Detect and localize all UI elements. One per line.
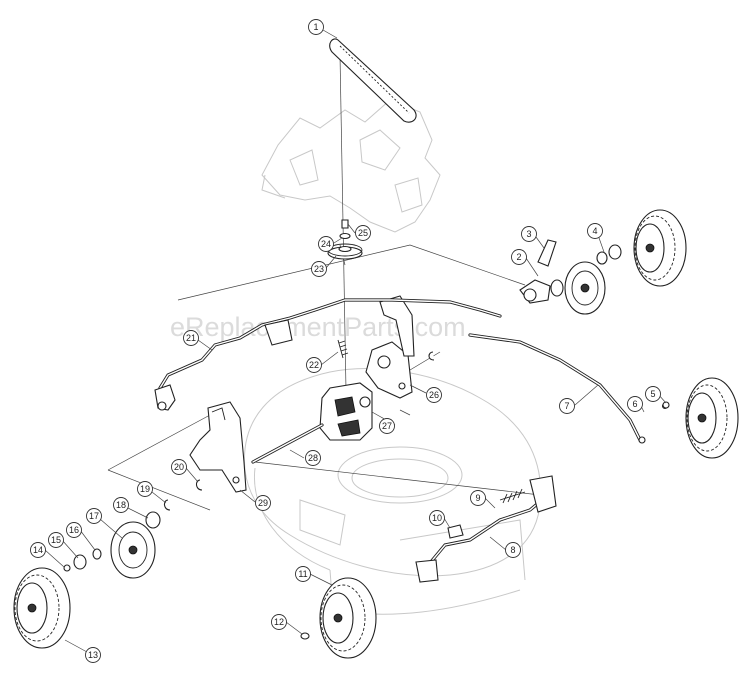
callout-21[interactable]: 21 xyxy=(183,330,199,346)
transmission-body xyxy=(319,382,373,441)
front-left-gear-assembly xyxy=(63,511,161,579)
callout-19[interactable]: 19 xyxy=(137,481,153,497)
wheel-rear-right xyxy=(685,377,739,459)
callout-15[interactable]: 15 xyxy=(48,532,64,548)
callout-label: 7 xyxy=(564,401,569,411)
callout-23[interactable]: 23 xyxy=(311,261,327,277)
callout-label: 29 xyxy=(258,498,268,508)
small-nut-5 xyxy=(662,401,670,409)
callout-label: 18 xyxy=(116,500,126,510)
callout-29[interactable]: 29 xyxy=(255,495,271,511)
callout-4[interactable]: 4 xyxy=(587,223,603,239)
callout-26[interactable]: 26 xyxy=(426,387,442,403)
drive-pulley xyxy=(327,219,363,260)
spring-22 xyxy=(337,339,349,359)
callout-label: 13 xyxy=(88,650,98,660)
callout-2[interactable]: 2 xyxy=(511,249,527,265)
callout-1[interactable]: 1 xyxy=(308,19,324,35)
rear-height-bracket xyxy=(415,475,557,583)
callout-label: 26 xyxy=(429,390,439,400)
callout-label: 28 xyxy=(308,453,318,463)
callout-label: 21 xyxy=(186,333,196,343)
callout-20[interactable]: 20 xyxy=(171,459,187,475)
callout-17[interactable]: 17 xyxy=(86,508,102,524)
callout-label: 14 xyxy=(33,545,43,555)
callout-12[interactable]: 12 xyxy=(271,614,287,630)
callout-27[interactable]: 27 xyxy=(379,418,395,434)
callout-label: 6 xyxy=(632,399,637,409)
callout-24[interactable]: 24 xyxy=(318,236,334,252)
callout-label: 8 xyxy=(510,545,515,555)
drive-belt xyxy=(329,38,417,123)
callout-16[interactable]: 16 xyxy=(66,522,82,538)
callout-14[interactable]: 14 xyxy=(30,542,46,558)
callout-10[interactable]: 10 xyxy=(429,510,445,526)
rear-gear-assembly xyxy=(519,239,622,315)
left-bracket xyxy=(189,401,247,493)
callout-label: 2 xyxy=(516,252,521,262)
callout-label: 5 xyxy=(650,389,655,399)
callout-label: 12 xyxy=(274,617,284,627)
mower-deck-outline xyxy=(243,368,542,615)
callout-label: 3 xyxy=(526,229,531,239)
callout-25[interactable]: 25 xyxy=(355,225,371,241)
callout-label: 1 xyxy=(313,22,318,32)
right-bracket xyxy=(365,295,415,399)
callout-28[interactable]: 28 xyxy=(305,450,321,466)
callout-18[interactable]: 18 xyxy=(113,497,129,513)
callout-label: 11 xyxy=(298,569,307,579)
callout-label: 9 xyxy=(475,493,480,503)
callout-label: 10 xyxy=(432,513,442,523)
callout-6[interactable]: 6 xyxy=(627,396,643,412)
wheel-front-left xyxy=(13,567,71,649)
callout-label: 17 xyxy=(89,511,99,521)
callout-3[interactable]: 3 xyxy=(521,226,537,242)
front-axle-rod xyxy=(251,423,324,464)
small-nut-12 xyxy=(300,632,310,640)
rear-linkage-rod xyxy=(468,333,669,444)
rear-shroud-outline xyxy=(261,99,441,233)
callout-11[interactable]: 11 xyxy=(295,566,311,582)
wheel-rear-right-top xyxy=(633,209,687,287)
callout-label: 4 xyxy=(592,226,597,236)
callout-label: 25 xyxy=(358,228,368,238)
callout-label: 24 xyxy=(321,239,331,249)
callout-label: 20 xyxy=(174,462,184,472)
callout-8[interactable]: 8 xyxy=(505,542,521,558)
callout-label: 23 xyxy=(314,264,324,274)
callout-7[interactable]: 7 xyxy=(559,398,575,414)
callout-label: 27 xyxy=(382,421,392,431)
callout-label: 16 xyxy=(69,525,79,535)
callout-13[interactable]: 13 xyxy=(85,647,101,663)
wheel-front-center xyxy=(319,577,377,659)
callout-label: 22 xyxy=(309,360,319,370)
callout-9[interactable]: 9 xyxy=(470,490,486,506)
callout-5[interactable]: 5 xyxy=(645,386,661,402)
callout-22[interactable]: 22 xyxy=(306,357,322,373)
watermark-text: eReplacementParts.com xyxy=(170,312,466,342)
callout-label: 15 xyxy=(51,535,61,545)
assembly-frame-lines xyxy=(107,54,541,511)
callout-label: 19 xyxy=(140,484,150,494)
front-linkage-rod xyxy=(154,298,502,411)
